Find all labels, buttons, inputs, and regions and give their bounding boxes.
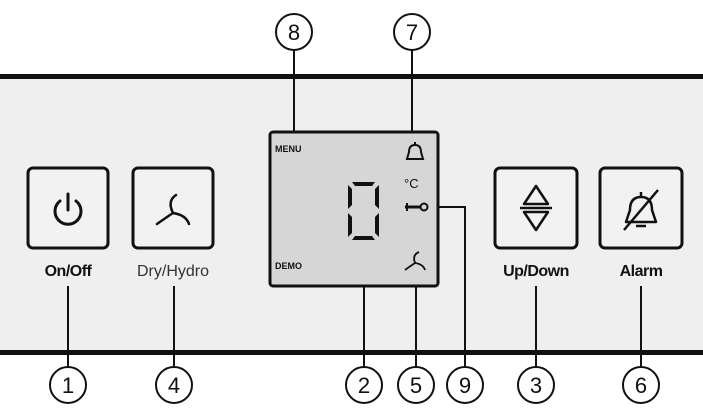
key-icon	[405, 202, 429, 212]
lcd-digit	[348, 182, 379, 240]
bell-icon	[405, 142, 425, 160]
up-down-button[interactable]	[493, 166, 579, 250]
menu-indicator: MENU	[275, 144, 302, 154]
svg-text:1: 1	[62, 373, 74, 398]
dry-hydro-label: Dry/Hydro	[137, 263, 209, 280]
lcd-display: MENU DEMO 0 °C	[0, 0, 440, 288]
svg-text:3: 3	[530, 373, 542, 398]
callout-6: 6	[622, 366, 660, 404]
svg-text:8: 8	[288, 20, 300, 45]
on-off-label: On/Off	[45, 263, 93, 280]
lcd-digit-value: 0	[0, 0, 1, 1]
up-down-arrows-icon	[520, 184, 552, 232]
alarm-button[interactable]	[598, 166, 684, 250]
callout-4: 4	[155, 366, 193, 404]
up-down-label: Up/Down	[503, 263, 569, 280]
panel-top-edge	[0, 74, 703, 79]
svg-text:2: 2	[358, 373, 370, 398]
temperature-unit: °C	[404, 176, 419, 191]
callout-5: 5	[397, 366, 435, 404]
svg-text:7: 7	[406, 20, 418, 45]
panel-bottom-edge	[0, 350, 703, 355]
alarm-label: Alarm	[620, 263, 663, 280]
svg-text:5: 5	[410, 373, 422, 398]
on-off-button[interactable]	[26, 166, 110, 250]
demo-indicator: DEMO	[275, 261, 302, 271]
svg-text:6: 6	[635, 373, 647, 398]
callout-1: 1	[49, 366, 87, 404]
svg-text:4: 4	[168, 373, 180, 398]
dry-hydro-button[interactable]	[131, 166, 215, 250]
callout-2: 2	[345, 366, 383, 404]
callout-3: 3	[517, 366, 555, 404]
svg-text:9: 9	[459, 373, 471, 398]
callout-8: 8	[275, 13, 313, 51]
fan-icon	[404, 251, 426, 271]
callout-9: 9	[446, 366, 484, 404]
callout-7: 7	[393, 13, 431, 51]
alarm-mute-icon	[623, 189, 659, 231]
fan-icon	[155, 193, 191, 226]
power-icon	[53, 192, 83, 226]
